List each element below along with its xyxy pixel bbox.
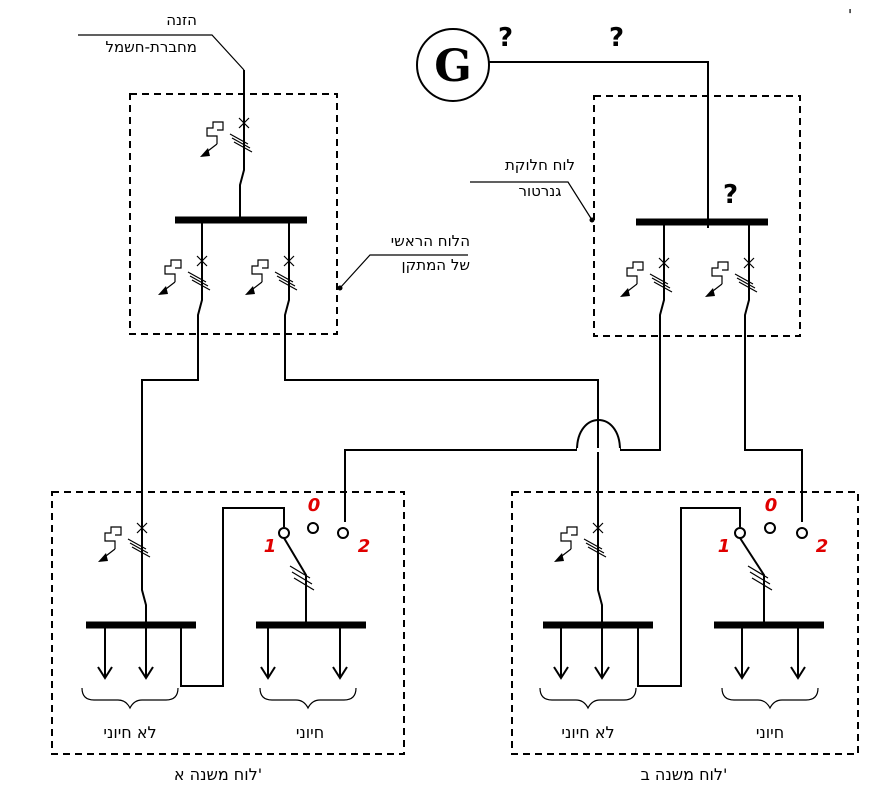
generator-feed-line <box>489 61 709 228</box>
subboard-a-nonessential-label: לא חיוני <box>103 723 156 742</box>
generator-feeder-to-a <box>344 222 665 522</box>
subboard-b-breaker-line <box>597 522 603 625</box>
supply-label-line2: מחברת-חשמל <box>105 38 197 56</box>
subboard-a-switch-mechanism <box>289 565 315 591</box>
subboard-a-position-1: 1 <box>264 536 277 557</box>
generator-board-enclosure <box>593 95 801 337</box>
generator-board-leader-dot <box>589 217 595 223</box>
subboard-b-nonessential-brace <box>539 687 637 710</box>
subboard-b-switch-blade <box>739 537 765 625</box>
incoming-feed-line <box>239 70 245 218</box>
subboard-a-interconnect <box>180 507 285 687</box>
generator-circle <box>416 28 490 102</box>
subboard-b-switch-contact-0 <box>764 522 776 534</box>
unknown-mark-cable: ? <box>609 23 624 53</box>
unknown-mark-busbar: ? <box>723 180 738 210</box>
main-feeder-to-subboard-b-upper <box>284 334 599 422</box>
generator-symbol: G <box>434 41 472 92</box>
subboard-a-switch-contact-1 <box>278 527 290 539</box>
subboard-b-enclosure <box>511 491 859 755</box>
subboard-b-title: לוח משנה ב' <box>641 765 728 784</box>
generator-board-label-line1: לוח חלוקת <box>505 156 575 174</box>
subboard-b-position-0: 0 <box>765 495 778 516</box>
main-board-leader-dot <box>337 285 343 291</box>
subboard-a-position-2: 2 <box>358 536 371 557</box>
subboard-b-essential-loads <box>741 625 799 678</box>
main-board-label-line1: הלוח הראשי <box>391 232 470 250</box>
main-outgoing-feeder-a <box>197 220 203 334</box>
subboard-b-switch-contact-1 <box>734 527 746 539</box>
supply-leader-line <box>78 34 245 71</box>
subboard-a-essential-brace <box>259 687 357 710</box>
generator-board-label-line2: גנרטור <box>519 182 562 200</box>
subboard-a-essential-loads <box>267 625 341 678</box>
subboard-a-switch-blade <box>283 537 307 625</box>
subboard-b-switch-mechanism <box>747 565 773 591</box>
main-board-enclosure <box>129 93 338 335</box>
subboard-b-switch-contact-2 <box>796 527 808 539</box>
subboard-a-enclosure <box>51 491 405 755</box>
subboard-a-breaker-line <box>141 522 147 625</box>
subboard-b-position-2: 2 <box>816 536 829 557</box>
supply-label-line1: הזנה <box>166 11 197 29</box>
subboard-b-nonessential-loads <box>560 625 603 678</box>
main-board-leader-line <box>339 254 468 289</box>
subboard-a-essential-label: חיוני <box>296 723 324 742</box>
corner-mark: ' <box>848 6 852 24</box>
subboard-b-essential-brace <box>721 687 819 710</box>
subboard-b-interconnect <box>637 507 741 687</box>
generator-board-leader-line <box>470 181 593 221</box>
main-board-label-line2: של המתקן <box>402 256 471 274</box>
subboard-a-nonessential-loads <box>104 625 147 678</box>
main-outgoing-feeder-b <box>284 220 290 334</box>
unknown-mark-generator: ? <box>498 23 513 53</box>
subboard-a-title: לוח משנה א' <box>174 765 262 784</box>
subboard-b-position-1: 1 <box>718 536 731 557</box>
crossover-jump <box>576 419 621 451</box>
subboard-a-switch-contact-2 <box>337 527 349 539</box>
subboard-a-position-0: 0 <box>308 495 321 516</box>
subboard-b-nonessential-label: לא חיוני <box>561 723 614 742</box>
main-feeder-to-subboard-a <box>141 334 199 522</box>
subboard-b-essential-label: חיוני <box>756 723 784 742</box>
subboard-a-switch-contact-0 <box>307 522 319 534</box>
subboard-a-nonessential-brace <box>81 687 179 710</box>
